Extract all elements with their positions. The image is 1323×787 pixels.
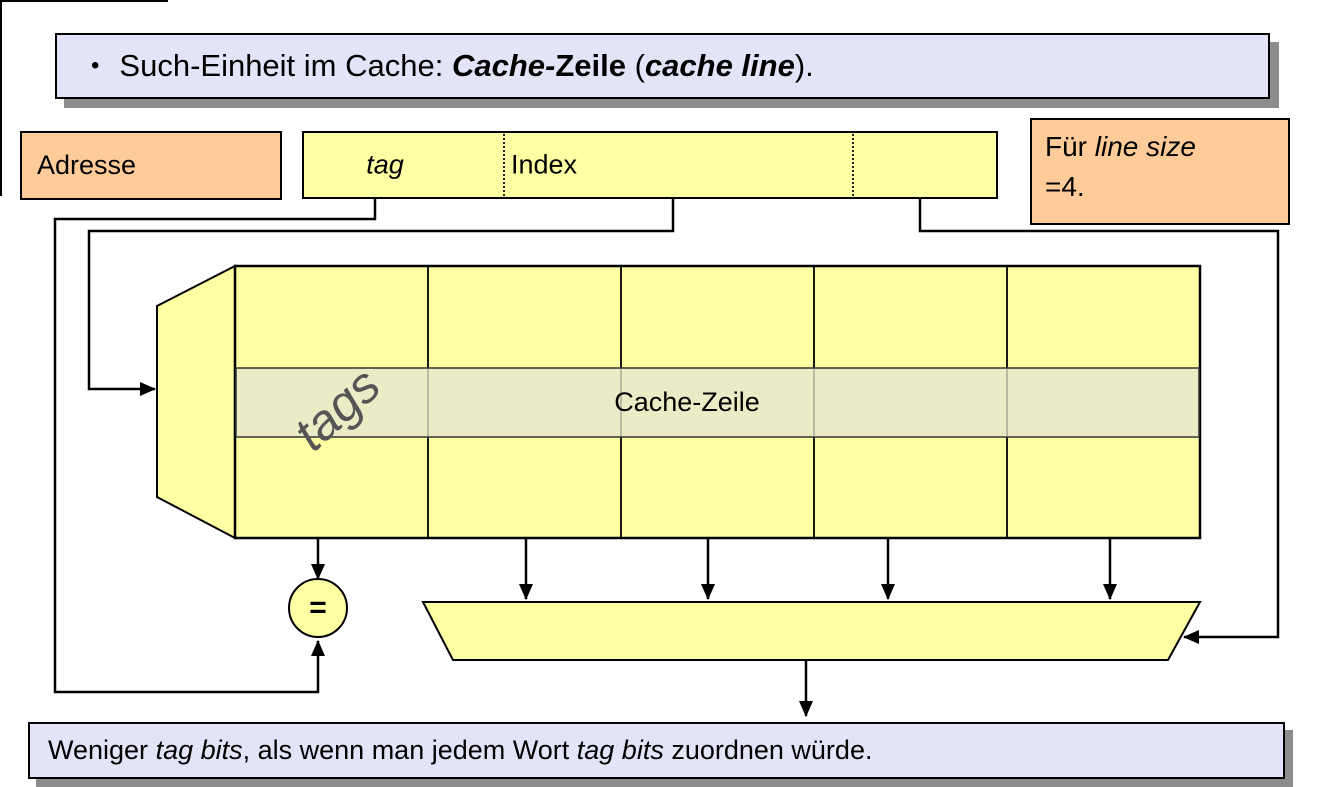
bullet-icon: •: [91, 52, 100, 79]
bottom-note-text: Weniger tag bits, als wenn man jedem Wor…: [48, 735, 873, 765]
register-divider-2: [852, 134, 854, 196]
line-size-note-line1: Für line size: [1045, 131, 1196, 162]
comparator-circle: [288, 578, 348, 638]
tags-array-shape: [156, 264, 236, 540]
address-label: Adresse: [37, 150, 137, 180]
cache-line-row: [235, 367, 1200, 438]
offset-to-mux-line: [918, 199, 1280, 644]
title-banner: • Such-Einheit im Cache: Cache-Zeile (ca…: [55, 33, 1270, 99]
address-register: tag Index: [302, 131, 998, 199]
index-field-label: Index: [510, 149, 578, 180]
line-size-note-line2: =4.: [1045, 171, 1085, 202]
tag-field-label: tag: [366, 149, 404, 180]
bottom-note-banner: Weniger tag bits, als wenn man jedem Wor…: [28, 722, 1285, 779]
index-to-array-line: [87, 199, 675, 396]
title-text: Such-Einheit im Cache: Cache-Zeile (cach…: [119, 48, 814, 83]
comparator-label: =: [309, 591, 327, 624]
register-divider-1: [503, 134, 505, 196]
cache-line-row-dividers: [427, 369, 1008, 436]
address-label-box: Adresse: [20, 131, 282, 200]
cache-line-label: Cache-Zeile: [614, 387, 760, 417]
mux-shape: [421, 601, 1202, 661]
line-size-note: Für line size =4.: [1030, 118, 1290, 225]
tag-to-comparator-line: [53, 199, 377, 694]
